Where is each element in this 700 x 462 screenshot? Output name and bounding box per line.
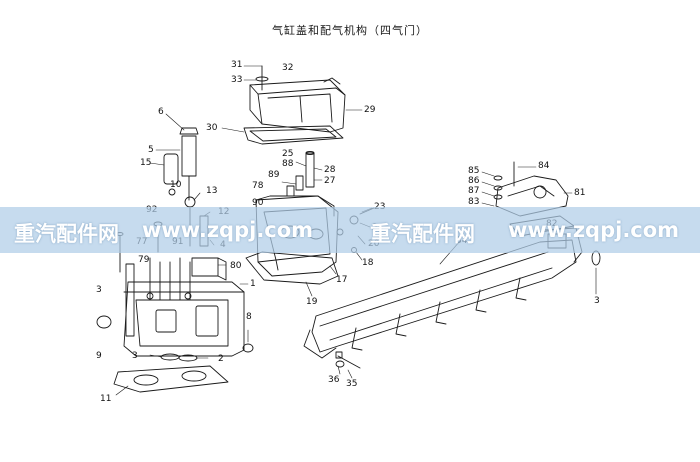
cylinder-head-part (123, 257, 245, 357)
callout-80: 80 (230, 261, 242, 271)
callout-88: 88 (282, 159, 294, 169)
callout-79: 79 (138, 255, 150, 265)
callout-31: 31 (231, 60, 243, 70)
diagram-title: 气缸盖和配气机构（四气门） (272, 24, 428, 37)
callout-32: 32 (282, 63, 294, 73)
callout-2: 2 (218, 354, 224, 364)
callout-29: 29 (364, 105, 376, 115)
callout-6: 6 (158, 107, 164, 117)
callout-10: 10 (170, 180, 182, 190)
watermark-text-1: 重汽配件网 (14, 222, 119, 246)
callout-27: 27 (324, 176, 336, 186)
callout-28: 28 (324, 165, 336, 175)
callout-5: 5 (148, 145, 154, 155)
callout-13: 13 (206, 186, 218, 196)
callout-36: 36 (328, 375, 340, 385)
callout-1: 1 (250, 279, 256, 289)
callout-30: 30 (206, 123, 218, 133)
callout-78: 78 (252, 181, 264, 191)
callout-83: 83 (468, 197, 480, 207)
callout-33: 33 (231, 75, 243, 85)
callout-3: 3 (132, 351, 138, 361)
valve-cover-gasket-part (243, 125, 344, 145)
callout-18: 18 (362, 258, 374, 268)
callout-17: 17 (336, 275, 348, 285)
watermark-text-2: www.zqpj.com (142, 218, 314, 242)
head-washers (96, 315, 254, 362)
callout-19: 19 (306, 297, 318, 307)
callout-3c: 3 (594, 296, 600, 306)
callout-85: 85 (468, 166, 480, 176)
head-gasket-part (113, 365, 229, 393)
callout-84: 84 (538, 161, 550, 171)
valve-cover-part (249, 65, 346, 133)
callout-11: 11 (100, 394, 112, 404)
manifold-bolt-part (335, 351, 361, 369)
injector-sleeve-parts (116, 127, 227, 281)
callout-15: 15 (140, 158, 152, 168)
callout-3b: 3 (96, 285, 102, 295)
callout-89: 89 (268, 170, 280, 180)
callout-25: 25 (282, 149, 294, 159)
callout-81: 81 (574, 188, 586, 198)
callout-90: 90 (252, 198, 264, 208)
callout-86: 86 (468, 176, 480, 186)
watermark-text-3: 重汽配件网 (370, 222, 475, 246)
callout-87: 87 (468, 186, 480, 196)
watermark-band (0, 207, 700, 253)
callout-9: 9 (96, 351, 102, 361)
watermark-text-4: www.zqpj.com (508, 218, 680, 242)
callout-35: 35 (346, 379, 358, 389)
callout-8: 8 (246, 312, 252, 322)
